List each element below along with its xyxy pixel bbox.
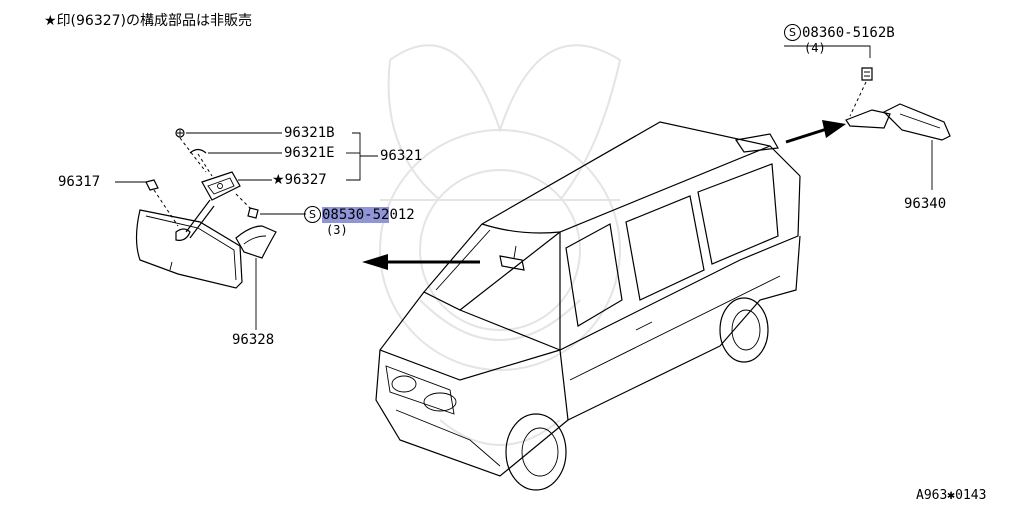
part-label-96340[interactable]: 96340 xyxy=(904,196,947,212)
part-label-96317[interactable]: 96317 xyxy=(58,174,101,190)
not-sold-note-text: 印(96327)の構成部品は非販売 xyxy=(56,13,253,29)
part-label-96327[interactable]: ★96327 xyxy=(272,172,327,188)
star-icon: ★ xyxy=(272,172,285,188)
diagram-code: A963✱0143 xyxy=(916,488,987,503)
part-label-96321E[interactable]: 96321E xyxy=(284,145,335,161)
standard-part-s-icon: S xyxy=(784,24,801,41)
bolt-part-number: 08360-5162B xyxy=(802,25,895,41)
star-icon: ★ xyxy=(44,13,57,29)
not-sold-note: ★印(96327)の構成部品は非販売 xyxy=(44,12,252,30)
part-label-96328[interactable]: 96328 xyxy=(232,332,275,348)
standard-part-s-icon: S xyxy=(304,206,321,223)
bolt-quantity-visor: (4) xyxy=(804,41,826,55)
highlighted-part-number: 08530-52 xyxy=(322,207,390,223)
rear-view-mirror-drawing xyxy=(135,128,277,289)
part-number-96327: 96327 xyxy=(284,172,327,188)
part-label-96321[interactable]: 96321 xyxy=(380,148,423,164)
part-number-suffix: 012 xyxy=(389,207,415,223)
leader-lines-left xyxy=(115,132,378,330)
pointer-arrows xyxy=(362,120,846,270)
van-drawing xyxy=(375,121,801,491)
bolt-quantity-mirror: (3) xyxy=(326,223,348,237)
part-label-96321B[interactable]: 96321B xyxy=(284,125,335,141)
sun-visor-assembly-drawing xyxy=(784,45,951,190)
